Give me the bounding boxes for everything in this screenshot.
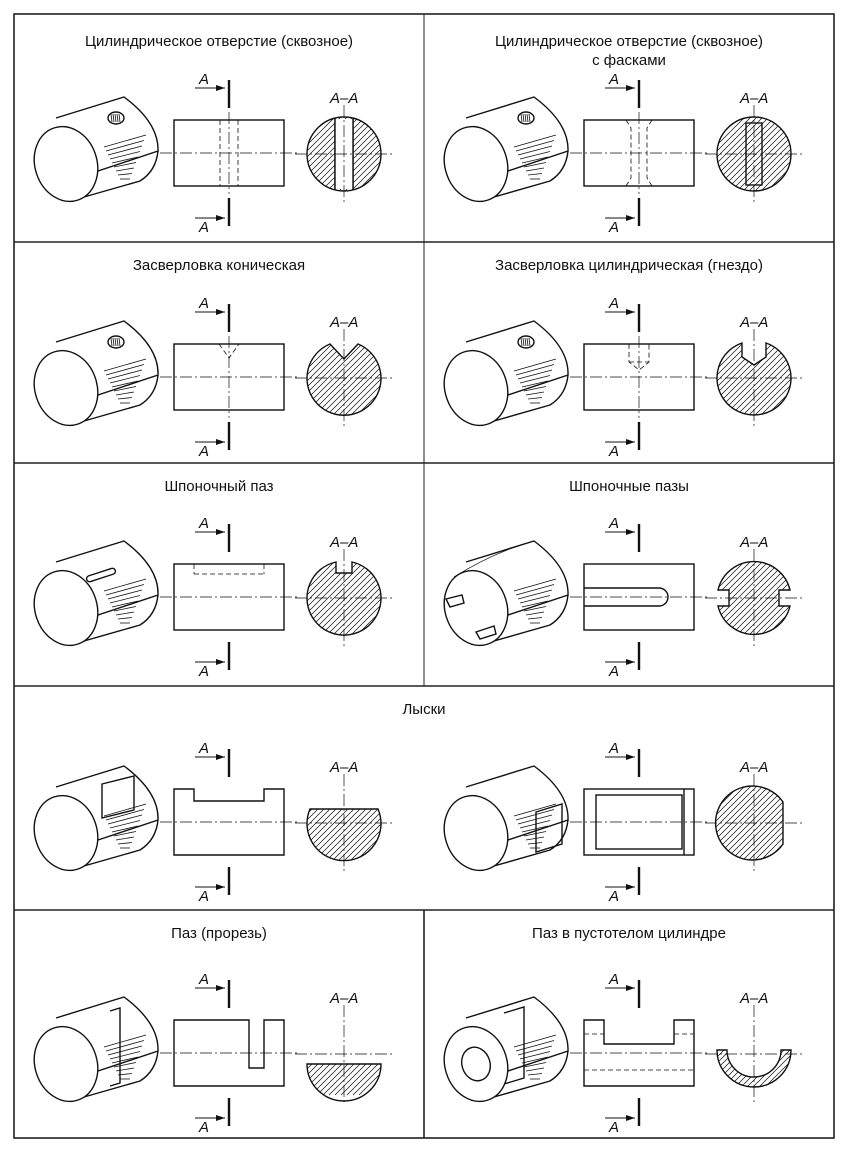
cut-letter: А: [608, 219, 619, 236]
cut-letter: А: [608, 1119, 619, 1136]
cut-letter: А: [198, 888, 209, 905]
isometric-view: [443, 320, 569, 427]
front-view: АА: [160, 740, 298, 905]
cut-letter: А: [608, 443, 619, 460]
front-view: АА: [570, 971, 708, 1136]
isometric-view: [443, 96, 569, 203]
cell-title-keyway: Шпоночный паз: [164, 478, 274, 495]
section-label: А–А: [739, 90, 768, 107]
isometric-view: [33, 765, 159, 872]
section-label: А–А: [739, 990, 768, 1007]
front-view: АА: [160, 71, 298, 236]
isometric-view: [33, 540, 159, 647]
cell-title-hollow-slot: Паз в пустотелом цилиндре: [532, 925, 726, 942]
cut-letter: А: [608, 740, 619, 757]
section-label: А–А: [329, 759, 358, 776]
cut-letter: А: [198, 443, 209, 460]
section-label: А–А: [329, 990, 358, 1007]
cell-title-through-hole: Цилиндрическое отверстие (сквозное): [84, 33, 354, 50]
cut-letter: А: [198, 740, 209, 757]
cut-letter: А: [608, 295, 619, 312]
isometric-view: [33, 996, 159, 1103]
cut-letter: А: [608, 71, 619, 88]
section-label: А–А: [329, 90, 358, 107]
cut-letter: А: [198, 71, 209, 88]
front-view: АА: [160, 295, 298, 460]
cut-letter: А: [198, 515, 209, 532]
isometric-view: [443, 996, 569, 1103]
section-label: А–А: [329, 314, 358, 331]
cell-title-line1: Цилиндрическое отверстие (сквозное): [494, 33, 764, 50]
cut-letter: А: [198, 971, 209, 988]
isometric-view: [33, 96, 159, 203]
cutting-plane-marks: АА: [195, 71, 231, 236]
isometric-view: [33, 320, 159, 427]
section-view: А–А: [295, 990, 393, 1103]
cut-letter: А: [198, 219, 209, 236]
front-view: АА: [570, 740, 708, 905]
cell-title-flats: Лыски: [402, 701, 446, 718]
section-label: А–А: [739, 314, 768, 331]
cutting-plane-marks: АА: [605, 515, 641, 680]
isometric-view: [443, 765, 569, 872]
cutting-plane-marks: АА: [605, 971, 641, 1136]
cut-letter: А: [198, 295, 209, 312]
cell-title-slot: Паз (прорезь): [171, 925, 267, 942]
isometric-view: [443, 540, 569, 647]
cutting-plane-marks: АА: [605, 71, 641, 236]
cell-title-nest: Засверловка цилиндрическая (гнездо): [495, 257, 763, 274]
front-view: АА: [160, 515, 298, 680]
cutting-plane-marks: АА: [605, 740, 641, 905]
cell-title-line2: с фасками: [592, 52, 666, 69]
section-label: А–А: [739, 534, 768, 551]
cutting-plane-marks: АА: [195, 740, 231, 905]
front-view: АА: [570, 515, 708, 680]
cutting-plane-marks: АА: [195, 971, 231, 1136]
cell-title-cone: Засверловка коническая: [132, 257, 306, 274]
cell-title-chamfer-hole: Цилиндрическое отверстие (сквозное) с фа…: [424, 32, 834, 70]
cut-letter: А: [608, 888, 619, 905]
cut-letter: А: [198, 663, 209, 680]
section-label: А–А: [329, 534, 358, 551]
section-label: А–А: [739, 759, 768, 776]
cut-letter: А: [608, 515, 619, 532]
cutting-plane-marks: АА: [195, 295, 231, 460]
cut-letter: А: [608, 971, 619, 988]
cutting-plane-marks: АА: [605, 295, 641, 460]
front-view: АА: [570, 295, 708, 460]
front-view: АА: [570, 71, 708, 236]
front-view: АА: [160, 971, 298, 1136]
cell-title-keyways: Шпоночные пазы: [569, 478, 689, 495]
cut-letter: А: [198, 1119, 209, 1136]
cut-letter: А: [608, 663, 619, 680]
cutting-plane-marks: АА: [195, 515, 231, 680]
